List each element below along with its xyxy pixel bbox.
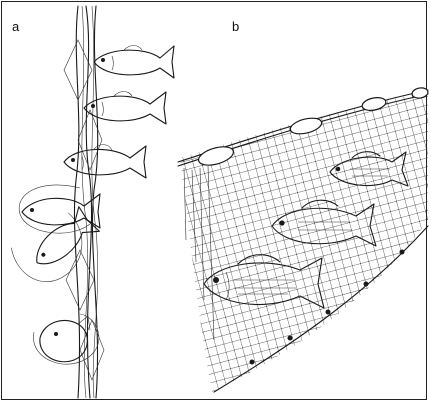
panel-label-a: a	[12, 19, 19, 34]
fish-a6	[33, 314, 98, 364]
fish-a4	[19, 185, 100, 233]
fish-a1	[94, 46, 174, 79]
panel-a-fish-group	[7, 46, 174, 365]
panel-b-net	[178, 90, 428, 392]
panel-a-net	[64, 6, 104, 398]
panel-label-b: b	[232, 19, 239, 34]
